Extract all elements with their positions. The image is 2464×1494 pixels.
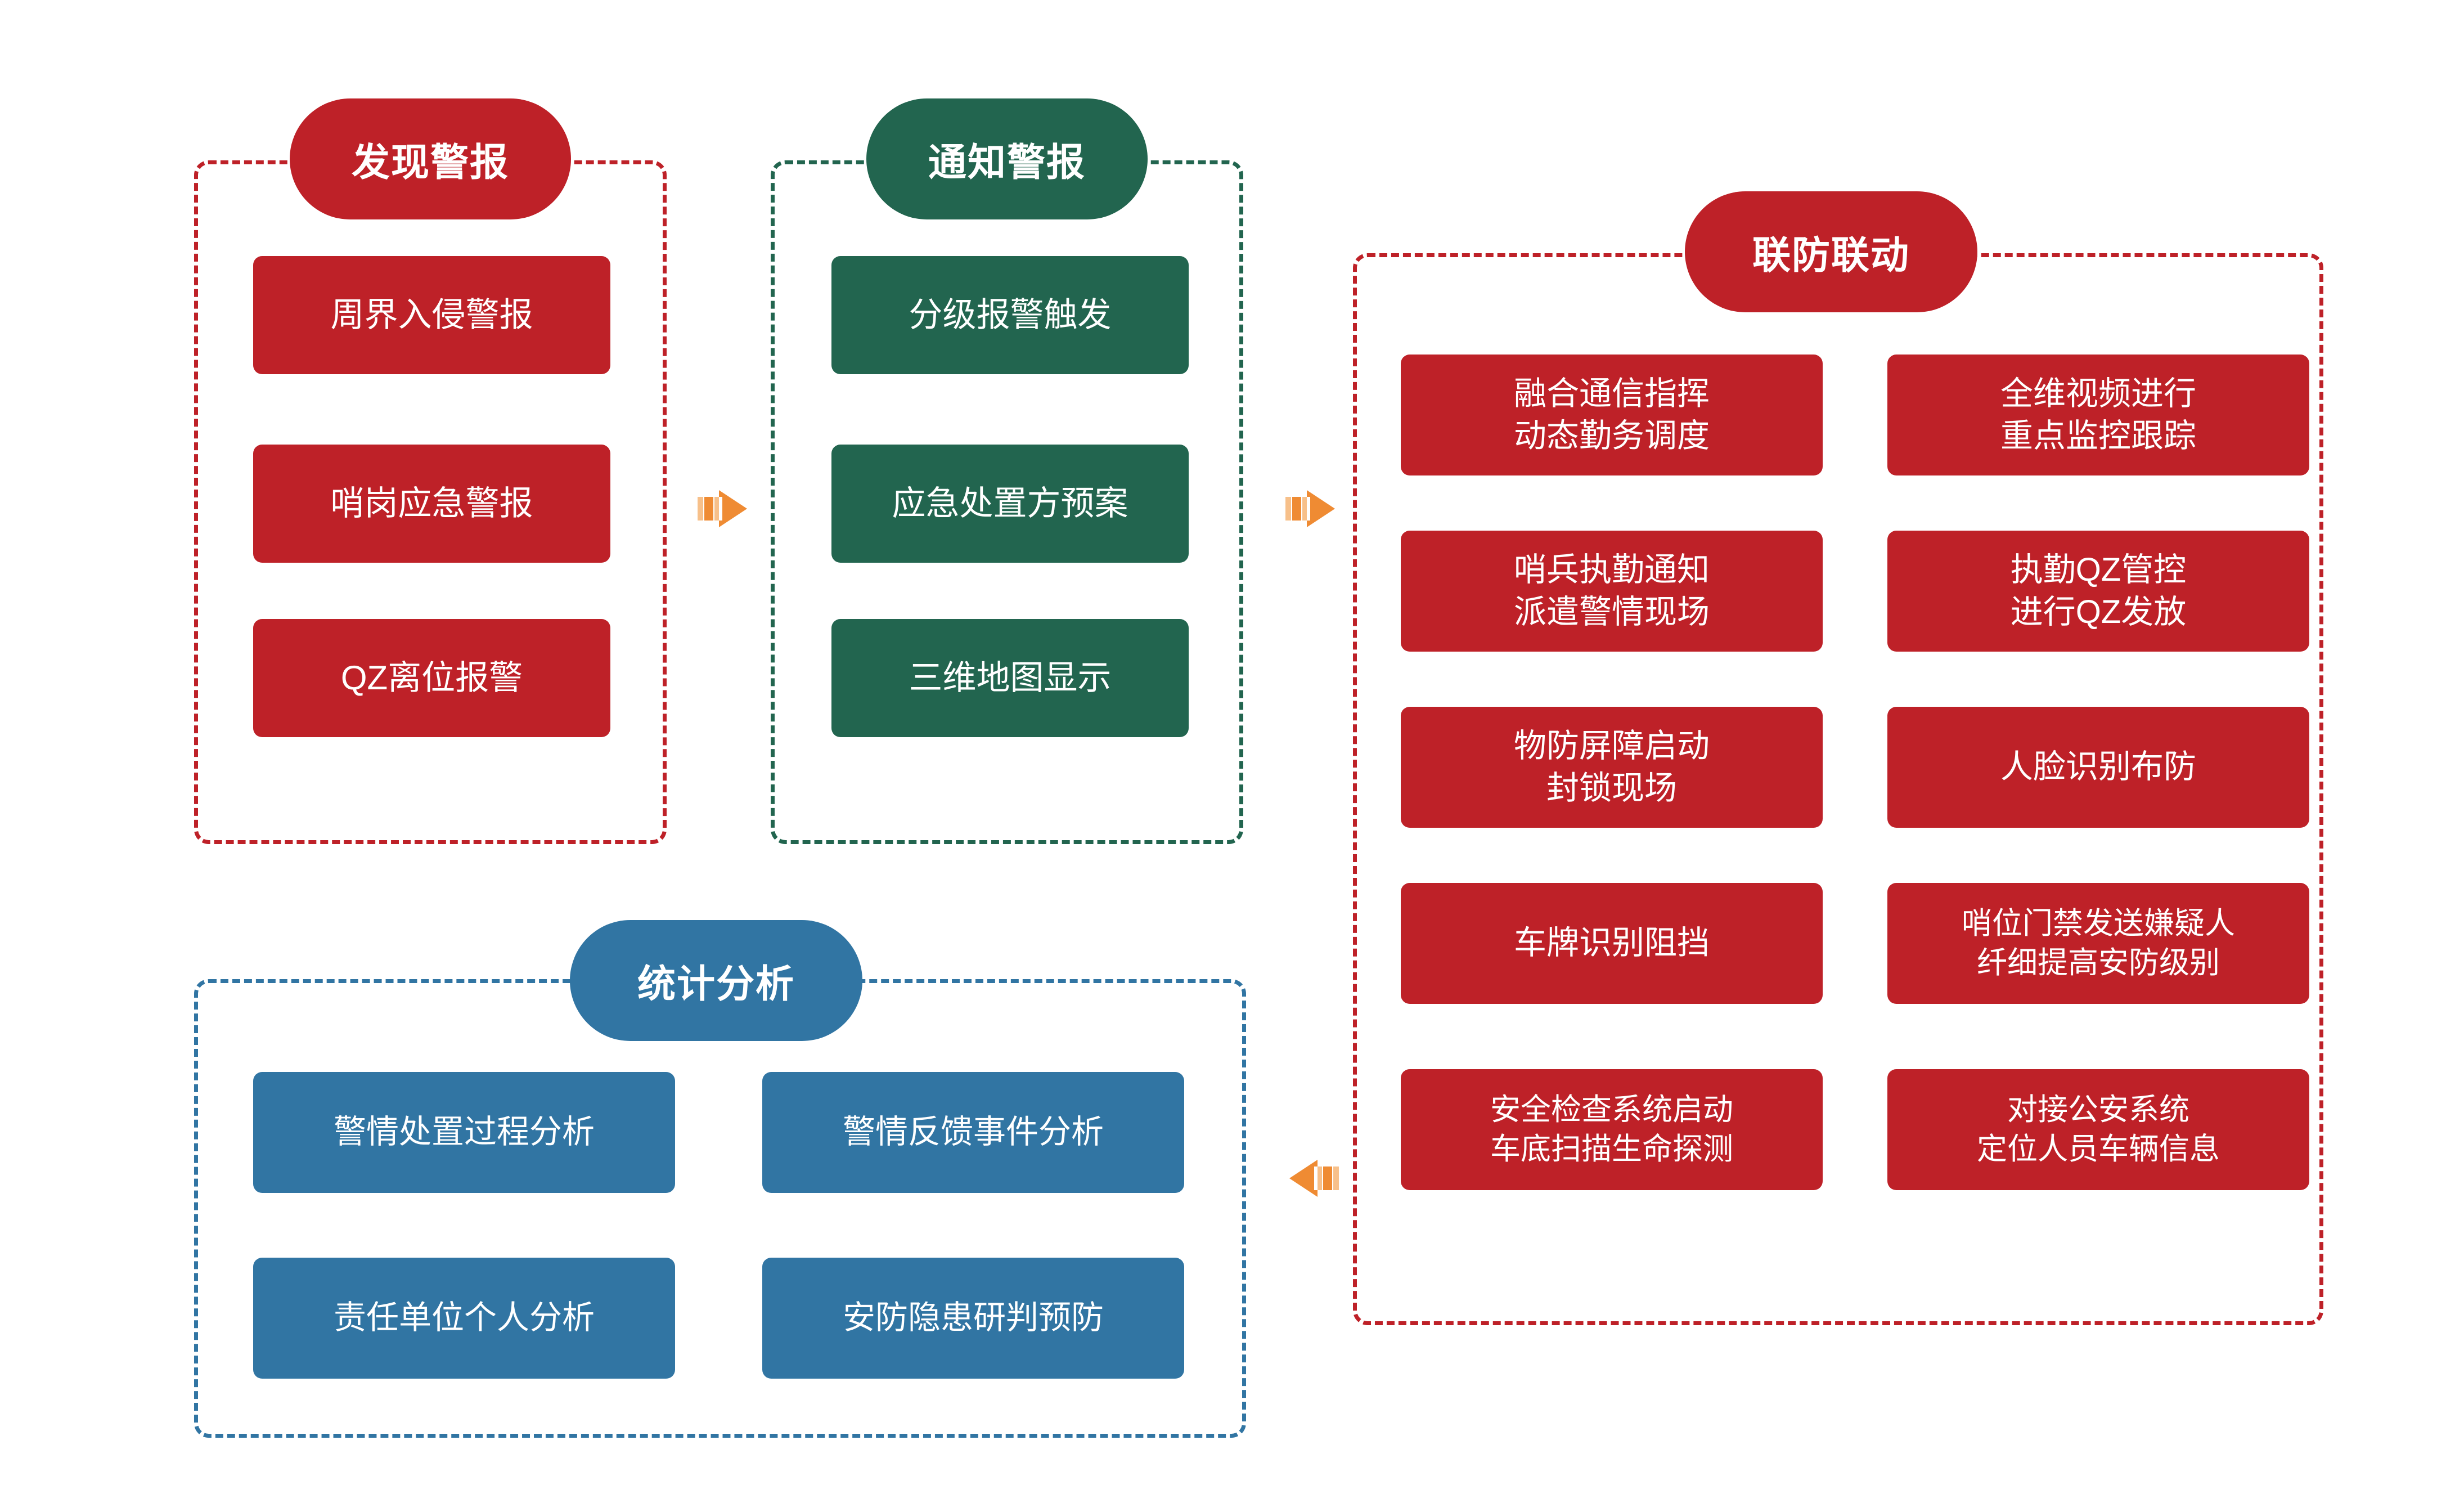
item-label-line-2: 进行QZ发放 (2010, 593, 2187, 630)
item-label: 三维地图显示 (909, 658, 1112, 697)
item-label-line-2: 定位人员车辆信息 (1977, 1132, 2220, 1166)
item-label: 安防隐患研判预防 (842, 1299, 1104, 1336)
item-label: 警情处置过程分析 (333, 1114, 595, 1151)
item-label: 物防屏障启动 封锁现场 (1514, 725, 1710, 809)
item-box-notify-3[interactable]: 三维地图显示 (831, 619, 1189, 737)
item-label-line-1: 哨位门禁发送嫌疑人 (1962, 907, 2235, 941)
item-box-joint-right-3[interactable]: 人脸识别布防 (1887, 707, 2309, 828)
item-label: 车牌识别阻挡 (1514, 922, 1710, 964)
item-label: 警情反馈事件分析 (842, 1114, 1104, 1151)
item-label-line-2: 纤细提高安防级别 (1977, 945, 2220, 980)
group-header-notify-alarm[interactable]: 通知警报 (866, 98, 1148, 219)
group-header-joint-defense[interactable]: 联防联动 (1685, 191, 1977, 312)
item-label-line-1: 执勤QZ管控 (2010, 551, 2187, 589)
item-label: 周界入侵警报 (330, 295, 533, 334)
item-label: 哨岗应急警报 (330, 484, 533, 522)
item-label-line-1: 全维视频进行 (2000, 375, 2196, 412)
item-box-statistics-2[interactable]: 警情反馈事件分析 (762, 1072, 1184, 1193)
item-box-joint-right-2[interactable]: 执勤QZ管控 进行QZ发放 (1887, 531, 2309, 652)
item-label: 人脸识别布防 (2000, 746, 2196, 788)
item-label: 全维视频进行 重点监控跟踪 (2000, 373, 2196, 456)
item-label: 责任单位个人分析 (333, 1299, 595, 1336)
item-box-statistics-4[interactable]: 安防隐患研判预防 (762, 1258, 1184, 1379)
group-header-statistics-analysis[interactable]: 统计分析 (570, 920, 862, 1041)
item-box-joint-left-5[interactable]: 安全检查系统启动 车底扫描生命探测 (1401, 1069, 1823, 1190)
item-label-line-1: 车牌识别阻挡 (1513, 925, 1710, 962)
item-label-line-1: 物防屏障启动 (1513, 728, 1710, 765)
arrow-notify-to-joint (1285, 487, 1337, 531)
item-box-notify-1[interactable]: 分级报警触发 (831, 256, 1189, 374)
group-header-discover-alarm[interactable]: 发现警报 (290, 98, 571, 219)
item-box-joint-right-1[interactable]: 全维视频进行 重点监控跟踪 (1887, 355, 2309, 475)
item-label-line-2: 重点监控跟踪 (2000, 417, 2196, 454)
item-box-joint-left-4[interactable]: 车牌识别阻挡 (1401, 883, 1823, 1004)
item-label-line-1: 人脸识别布防 (2000, 748, 2196, 786)
item-label: 对接公安系统 定位人员车辆信息 (1977, 1091, 2220, 1168)
item-label: 融合通信指挥 动态勤务调度 (1514, 373, 1710, 456)
item-label-line-1: 对接公安系统 (2007, 1093, 2189, 1127)
item-box-notify-2[interactable]: 应急处置方预案 (831, 445, 1189, 563)
item-box-joint-left-1[interactable]: 融合通信指挥 动态勤务调度 (1401, 355, 1823, 475)
item-label: QZ离位报警 (340, 658, 523, 697)
item-box-joint-right-5[interactable]: 对接公安系统 定位人员车辆信息 (1887, 1069, 2309, 1190)
item-label: 哨位门禁发送嫌疑人 纤细提高安防级别 (1962, 904, 2235, 982)
item-label-line-2: 派遣警情现场 (1513, 593, 1710, 630)
item-box-discover-2[interactable]: 哨岗应急警报 (253, 445, 610, 563)
item-label-line-1: 哨兵执勤通知 (1513, 551, 1710, 589)
item-label-line-2: 车底扫描生命探测 (1490, 1132, 1733, 1166)
item-label: 分级报警触发 (909, 295, 1112, 334)
item-box-joint-right-4[interactable]: 哨位门禁发送嫌疑人 纤细提高安防级别 (1887, 883, 2309, 1004)
item-label-line-2: 封锁现场 (1546, 769, 1677, 806)
item-label: 应急处置方预案 (892, 484, 1128, 522)
item-label-line-2: 动态勤务调度 (1513, 417, 1710, 454)
item-label-line-1: 安全检查系统启动 (1490, 1093, 1733, 1127)
item-box-discover-1[interactable]: 周界入侵警报 (253, 256, 610, 374)
arrow-joint-to-statistics (1287, 1156, 1339, 1200)
arrow-discover-to-notify (698, 487, 749, 531)
item-box-discover-3[interactable]: QZ离位报警 (253, 619, 610, 737)
item-box-statistics-3[interactable]: 责任单位个人分析 (253, 1258, 675, 1379)
item-box-joint-left-3[interactable]: 物防屏障启动 封锁现场 (1401, 707, 1823, 828)
item-label: 安全检查系统启动 车底扫描生命探测 (1490, 1091, 1733, 1168)
item-box-joint-left-2[interactable]: 哨兵执勤通知 派遣警情现场 (1401, 531, 1823, 652)
item-label-line-1: 融合通信指挥 (1513, 375, 1710, 412)
item-label: 哨兵执勤通知 派遣警情现场 (1514, 549, 1710, 632)
item-box-statistics-1[interactable]: 警情处置过程分析 (253, 1072, 675, 1193)
item-label: 执勤QZ管控 进行QZ发放 (2011, 549, 2187, 632)
